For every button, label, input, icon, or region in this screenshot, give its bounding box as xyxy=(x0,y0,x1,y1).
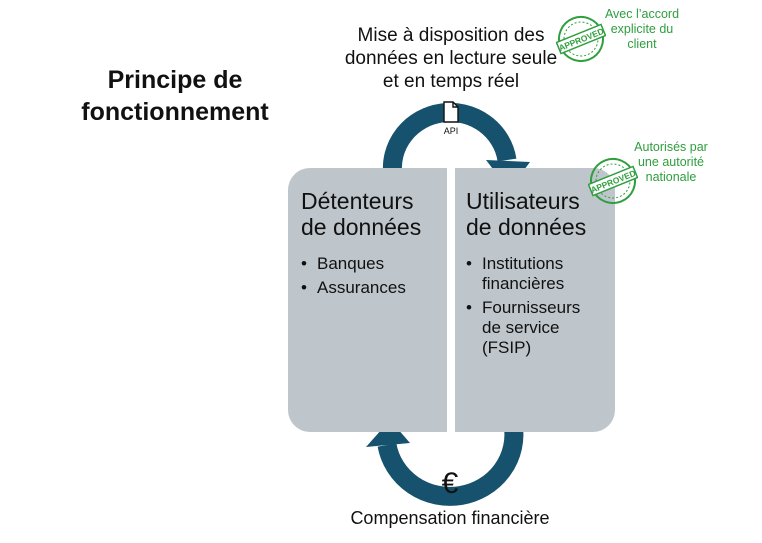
page-title: Principe de fonctionnement xyxy=(60,64,290,128)
euro-icon: € xyxy=(441,467,459,500)
data-access-caption-line-3: et en temps réel xyxy=(382,71,520,92)
data-users-list: Institutions financières Fournisseurs de… xyxy=(466,254,615,358)
data-access-caption-line-1: Mise à disposition des xyxy=(357,25,545,46)
data-users-title-line-1: Utilisateurs xyxy=(466,188,580,214)
national-authority-note-line-2: une autorité xyxy=(637,155,705,169)
financial-compensation-caption: Compensation financière xyxy=(350,508,550,528)
national-authority-note-line-1: Autorisés par xyxy=(634,140,708,154)
api-document-icon: API xyxy=(440,101,462,136)
client-consent-note-line-1: Avec l’accord xyxy=(604,7,680,21)
list-item-assurances: Assurances xyxy=(301,278,447,298)
list-item-fournisseurs-line-2: de service xyxy=(482,318,560,337)
document-icon xyxy=(443,101,459,123)
list-item-institutions: Institutions financières xyxy=(466,254,615,294)
bottom-arrow-arc xyxy=(377,422,524,506)
top-arrow-arc xyxy=(382,102,517,178)
data-users-title-line-2: de données xyxy=(466,214,587,240)
data-holders-title-line-2: de données xyxy=(301,214,422,240)
list-item-fournisseurs: Fournisseurs de service (FSIP) xyxy=(466,298,615,358)
data-users-panel: Utilisateurs de données Institutions fin… xyxy=(455,168,615,432)
api-label: API xyxy=(443,126,459,136)
data-holders-panel: Détenteurs de données Banques Assurances xyxy=(288,168,447,432)
page-title-line-1: Principe de xyxy=(107,66,243,94)
data-access-caption-line-2: données en lecture seule xyxy=(344,48,558,69)
client-consent-note-line-3: client xyxy=(627,37,657,51)
page-title-line-2: fonctionnement xyxy=(81,98,269,126)
national-authority-note: Autorisés par une autorité nationale xyxy=(622,140,720,185)
list-item-fournisseurs-line-1: Fournisseurs xyxy=(482,298,581,317)
data-holders-title: Détenteurs de données xyxy=(301,188,447,240)
list-item-banques: Banques xyxy=(301,254,447,274)
approved-stamp-icon: APPROVED xyxy=(556,16,606,62)
client-consent-note-line-2: explicite du xyxy=(610,22,674,36)
data-users-title: Utilisateurs de données xyxy=(466,188,615,240)
data-holders-list: Banques Assurances xyxy=(301,254,447,298)
national-authority-note-line-3: nationale xyxy=(645,170,697,184)
client-consent-note: Avec l’accord explicite du client xyxy=(594,7,690,52)
list-item-institutions-line-2: financières xyxy=(482,274,565,293)
data-holders-title-line-1: Détenteurs xyxy=(301,188,414,214)
approved-stamp-icon: APPROVED xyxy=(588,158,638,204)
list-item-fournisseurs-line-3: (FSIP) xyxy=(482,338,532,357)
data-access-caption: Mise à disposition des données en lectur… xyxy=(326,24,576,93)
list-item-institutions-line-1: Institutions xyxy=(482,254,564,273)
bottom-arrow-head xyxy=(366,420,410,447)
